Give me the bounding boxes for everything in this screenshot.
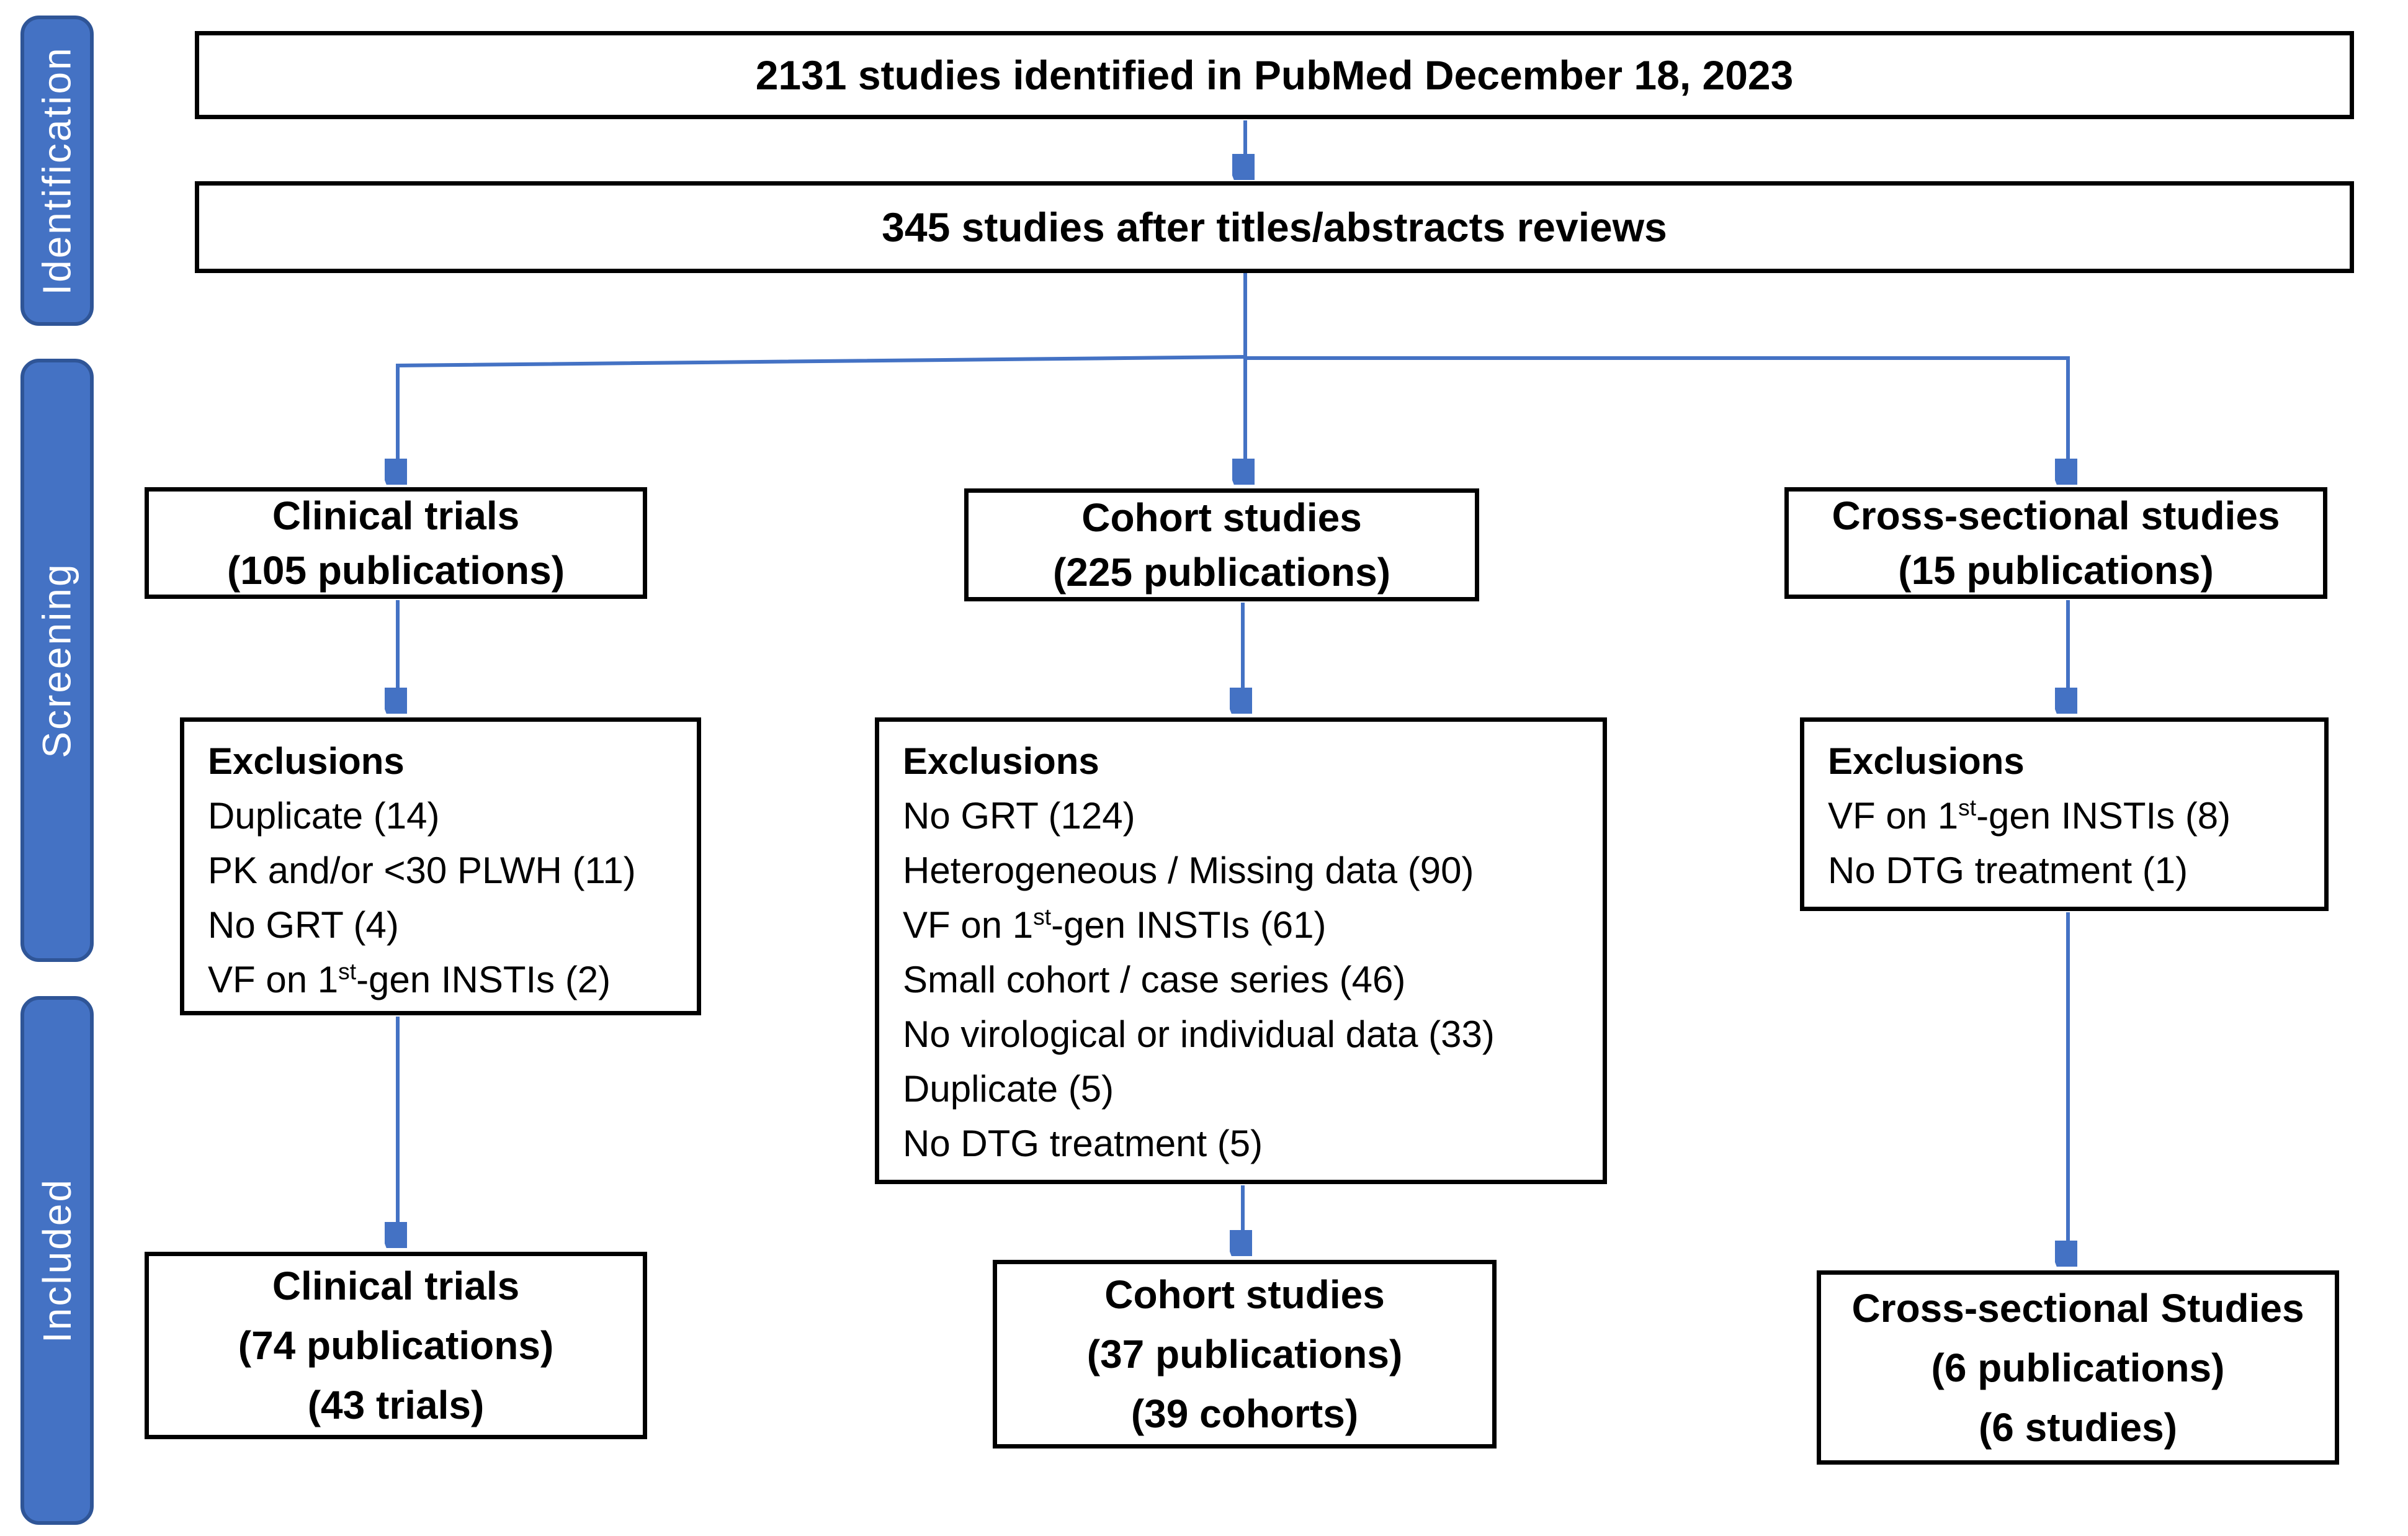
box-clinical-trials-included: Clinical trials (74 publications) (43 tria… — [145, 1252, 647, 1439]
box-line: 2131 studies identified in PubMed Decemb… — [755, 52, 1794, 98]
box-line: No GRT (4) — [208, 904, 399, 946]
box-line: Cross-sectional studies — [1832, 493, 2280, 538]
box-line: Exclusions — [208, 740, 405, 782]
arrow-branch-right — [1245, 356, 2068, 482]
box-line: VF on 1st-gen INSTIs (2) — [208, 958, 611, 1000]
box-line: (43 trials) — [307, 1383, 485, 1427]
box-line: Cross-sectional Studies — [1851, 1285, 2304, 1331]
box-line: (225 publications) — [1052, 550, 1391, 595]
stage-tab-identification: Identification — [20, 16, 94, 326]
stage-tab-screening: Screening — [20, 359, 94, 962]
box-line: (74 publications) — [238, 1323, 554, 1368]
box-line: (6 studies) — [1978, 1404, 2178, 1450]
box-cross-sectional-included: Cross-sectional Studies (6 publications) (… — [1817, 1270, 2339, 1465]
box-exclusions-cross-sectional: Exclusions VF on 1st-gen INSTIs (8) No DTG… — [1800, 717, 2329, 911]
box-line: Exclusions — [1828, 740, 2025, 782]
box-line: Clinical trials — [272, 493, 520, 538]
box-line: Heterogeneous / Missing data (90) — [903, 850, 1474, 891]
box-line: No DTG treatment (5) — [903, 1123, 1263, 1164]
box-line: Duplicate (5) — [903, 1068, 1114, 1110]
box-line: 345 studies after titles/abstracts revie… — [882, 204, 1667, 250]
box-line: Cohort studies — [1104, 1272, 1385, 1317]
stage-tab-label: Included — [35, 1178, 79, 1343]
box-line: (105 publications) — [226, 548, 565, 593]
box-line: No DTG treatment (1) — [1828, 850, 2188, 891]
box-cohort-studies-included: Cohort studies (37 publications) (39 cohor… — [993, 1260, 1497, 1448]
box-line: Exclusions — [903, 740, 1099, 782]
box-line: VF on 1st-gen INSTIs (8) — [1828, 794, 2231, 837]
box-line: (37 publications) — [1086, 1332, 1403, 1377]
box-line: (39 cohorts) — [1130, 1391, 1359, 1436]
arrow-branch-left — [398, 355, 1246, 482]
box-line: Duplicate (14) — [208, 795, 440, 837]
box-line: No virological or individual data (33) — [903, 1013, 1495, 1055]
box-line: Small cohort / case series (46) — [903, 959, 1406, 1000]
box-clinical-trials-screened: Clinical trials (105 publications) — [145, 487, 647, 599]
box-exclusions-cohort-studies: Exclusions No GRT (124) Heterogeneous / Mi… — [875, 717, 1607, 1184]
box-line: Cohort studies — [1081, 495, 1362, 540]
stage-tab-label: Screening — [35, 562, 79, 758]
stage-tab-label: Identification — [35, 46, 79, 295]
box-cross-sectional-screened: Cross-sectional studies (15 publications) — [1784, 487, 2327, 599]
box-line: (6 publications) — [1931, 1345, 2225, 1390]
box-line: Clinical trials — [272, 1264, 520, 1308]
box-line: VF on 1st-gen INSTIs (61) — [903, 904, 1327, 946]
box-after-title-abstract-review: 345 studies after titles/abstracts revie… — [195, 181, 2354, 273]
box-cohort-studies-screened: Cohort studies (225 publications) — [964, 488, 1479, 601]
box-line: No GRT (124) — [903, 795, 1135, 837]
stage-tab-included: Included — [20, 996, 94, 1525]
box-line: PK and/or <30 PLWH (11) — [208, 850, 636, 891]
box-studies-identified: 2131 studies identified in PubMed Decemb… — [195, 31, 2354, 119]
box-line: (15 publications) — [1898, 548, 2214, 593]
